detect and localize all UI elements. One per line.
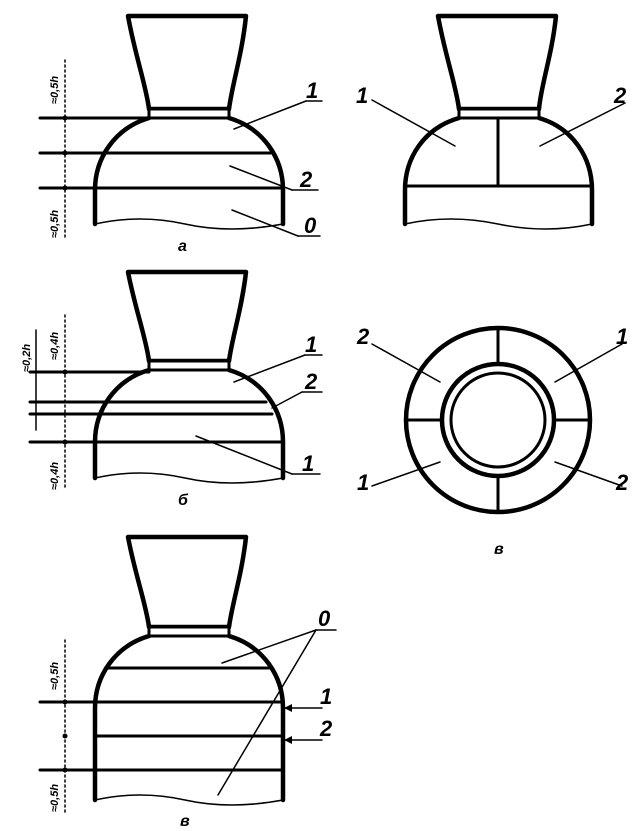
figure-a-leader-0: [231, 209, 299, 237]
figure-v-label-0: 0: [318, 606, 331, 631]
figure-a-caption: а: [178, 238, 187, 255]
figure-b-dim-top: ≈0,4h: [49, 332, 61, 360]
figure-a-dim-tick-3: [62, 185, 68, 191]
ring-label-2-top: 2: [356, 324, 370, 349]
figure-a-right-leader-2: [539, 102, 626, 147]
figure-b-dim-tick-1: [62, 369, 68, 375]
figure-b: ≈0,4h ≈0,2h ≈0,4h 1 2 1 б: [21, 269, 323, 509]
ring-label-1-bottom: 1: [357, 470, 369, 495]
figure-b-caption: б: [178, 492, 189, 509]
figure-v-collar: [147, 625, 231, 638]
figure-v-label-1: 1: [320, 684, 332, 709]
figure-b-leader-1: [233, 354, 306, 383]
figure-a-label-0: 0: [304, 213, 317, 238]
figure-b-label-1: 1: [305, 332, 317, 357]
ring-caption: в: [494, 541, 504, 558]
figure-a-right-broken-edge: [404, 218, 593, 230]
figure-b-body: [92, 367, 286, 481]
figure-b-dim-middle: ≈0,2h: [21, 344, 33, 372]
figure-a-collar: [147, 107, 231, 120]
ring-label-1-top: 1: [616, 324, 628, 349]
figure-v: ≈0,5h ≈0,5h 0 1 2 в: [38, 534, 337, 830]
figure-v-arrow-2: [284, 736, 292, 744]
figure-a-dim-top: ≈0,5h: [49, 76, 61, 104]
ring-core-circle: [449, 371, 547, 469]
figure-b-leader-2: [271, 391, 303, 409]
figure-a-dim-tick-2: [62, 150, 68, 156]
figure-a-label-1: 1: [306, 78, 318, 103]
figure-a-right-label-2: 2: [613, 83, 627, 108]
figure-b-label-2: 2: [304, 369, 318, 394]
figure-v-dim-tick-1: [62, 699, 68, 705]
figure-a-dim-tick-1: [62, 115, 68, 121]
figure-a: ≈0,5h ≈0,5h 1 2 0 а: [38, 13, 323, 255]
ring-leader-2-bottom: [554, 461, 623, 487]
figure-a-neck: [125, 13, 249, 112]
figure-b-dim-bottom: ≈0,4h: [49, 462, 61, 490]
figure-a-leader-1: [233, 100, 307, 130]
ring-leader-1-bottom: [371, 461, 441, 487]
figure-a-right-collar: [457, 107, 541, 120]
figure-v-neck: [125, 534, 249, 630]
figure-b-dim-tick-2: [62, 439, 68, 445]
figure-b-label-3: 1: [302, 451, 314, 476]
ring-leader-2-top: [371, 343, 441, 383]
figure-v-broken-edge: [94, 794, 284, 806]
figure-a-right-leader-1: [371, 99, 456, 147]
ring-label-2-bottom: 2: [615, 470, 629, 495]
figure-b-leader-3: [195, 435, 293, 475]
figure-a-label-2: 2: [299, 167, 313, 192]
figure-v-leader-0-upper: [221, 629, 317, 664]
figure-ring: 2 1 1 2 в: [356, 324, 629, 558]
figure-a-right-label-1: 1: [356, 83, 368, 108]
ring-leader-1-top: [554, 343, 623, 383]
figure-v-dim-top: ≈0,5h: [49, 662, 61, 690]
figure-a-broken-edge: [94, 218, 284, 230]
figure-v-leader-0-lower: [217, 629, 317, 796]
figure-a-body: [92, 115, 286, 227]
figure-v-dim-bottom: ≈0,5h: [49, 784, 61, 812]
figure-a-dim-bottom: ≈0,5h: [49, 210, 61, 238]
figure-a-leader-2: [229, 165, 293, 191]
figure-v-dim-tick-2: [62, 733, 68, 739]
figure-v-arrow-1: [284, 704, 292, 712]
figure-a-right: 1 2: [356, 13, 627, 230]
figure-v-caption: в: [180, 813, 190, 830]
figure-v-label-2: 2: [319, 716, 333, 741]
figure-b-collar: [147, 359, 231, 372]
figure-v-body: [92, 633, 286, 803]
figure-a-right-neck: [435, 13, 559, 112]
figure-v-dim-tick-3: [62, 767, 68, 773]
figure-b-neck: [125, 269, 249, 364]
figure-b-broken-edge: [94, 472, 284, 484]
